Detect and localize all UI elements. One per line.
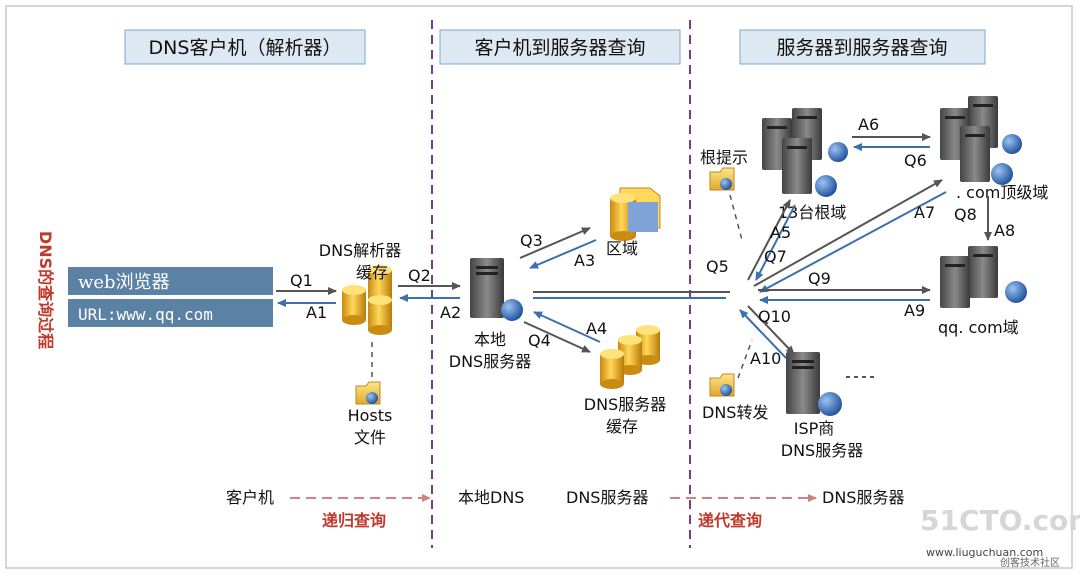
zone-icon bbox=[610, 187, 661, 241]
label-a8: A8 bbox=[994, 221, 1015, 240]
watermark-sub: 创客技术社区 bbox=[1000, 556, 1060, 569]
label-q7: Q7 bbox=[764, 247, 787, 266]
hosts-label-1: Hosts bbox=[348, 406, 393, 425]
bottom-iterative: 递代查询 bbox=[698, 511, 762, 530]
arrow-q7 bbox=[753, 179, 943, 287]
header-client-to-server: 客户机到服务器查询 bbox=[439, 29, 681, 65]
bottom-dns-server-2: DNS服务器 bbox=[822, 488, 904, 507]
bottom-dns-server: DNS服务器 bbox=[566, 488, 648, 507]
arrow-a3 bbox=[529, 239, 597, 269]
bottom-recursive: 递归查询 bbox=[322, 511, 386, 530]
root-hint-link bbox=[729, 194, 743, 241]
header-server-to-server: 服务器到服务器查询 bbox=[739, 29, 986, 65]
qq-domain-label: qq. com域 bbox=[938, 318, 1019, 337]
resolver-cache-label-2: 缓存 bbox=[356, 263, 388, 282]
label-a6: A6 bbox=[858, 115, 879, 134]
arrow-a10 bbox=[739, 309, 787, 359]
arrow-q3 bbox=[519, 227, 591, 259]
root-servers-icon bbox=[762, 108, 848, 197]
local-dns-label-1: 本地 bbox=[474, 330, 506, 349]
watermark-brand: 51CTO.com bbox=[920, 504, 1080, 537]
com-tld-label: . com顶级域 bbox=[956, 183, 1048, 202]
zone-label: 区域 bbox=[606, 239, 638, 258]
dns-forward-icon bbox=[709, 373, 735, 397]
label-q2: Q2 bbox=[408, 266, 431, 285]
label-q4: Q4 bbox=[528, 331, 551, 350]
side-title: DNS的查询过程 bbox=[36, 231, 55, 349]
dns-server-cache-icon bbox=[600, 325, 660, 389]
isp-label-1: ISP商 bbox=[794, 419, 835, 438]
hosts-label-2: 文件 bbox=[354, 428, 386, 447]
local-dns-server-icon bbox=[470, 258, 523, 321]
label-a4: A4 bbox=[586, 319, 607, 338]
label-a5: A5 bbox=[770, 223, 791, 242]
bottom-local-dns: 本地DNS bbox=[458, 488, 524, 507]
arrow-q10 bbox=[747, 305, 795, 355]
label-a7: A7 bbox=[914, 203, 935, 222]
arrow-a7 bbox=[759, 191, 947, 293]
label-q5: Q5 bbox=[706, 257, 729, 276]
label-q1: Q1 bbox=[290, 271, 313, 290]
watermark-site: www.liuguchuan.com bbox=[926, 546, 1043, 559]
root-servers-label: 13台根域 bbox=[778, 203, 846, 222]
resolver-cache-label-1: DNS解析器 bbox=[319, 241, 401, 260]
web-browser: web浏览器 URL:www.qq.com bbox=[68, 267, 273, 327]
bottom-client: 客户机 bbox=[226, 488, 274, 507]
label-q10: Q10 bbox=[758, 307, 791, 326]
label-a9: A9 bbox=[904, 301, 925, 320]
arrow-q4 bbox=[523, 321, 591, 353]
dns-forward-link bbox=[737, 339, 753, 379]
arrow-a4 bbox=[533, 311, 601, 343]
dns-cache-label-1: DNS服务器 bbox=[584, 395, 666, 414]
arrow-a5 bbox=[755, 204, 796, 281]
dns-cache-label-2: 缓存 bbox=[606, 417, 638, 436]
browser-title: web浏览器 bbox=[78, 272, 170, 293]
header-server-to-server-text: 服务器到服务器查询 bbox=[776, 37, 947, 59]
label-q8: Q8 bbox=[954, 205, 977, 224]
label-a1: A1 bbox=[306, 303, 327, 322]
root-hint-icon bbox=[709, 167, 735, 191]
isp-label-2: DNS服务器 bbox=[781, 441, 863, 460]
com-tld-servers-icon bbox=[940, 96, 1022, 185]
header-client-to-server-text: 客户机到服务器查询 bbox=[474, 37, 645, 59]
root-hint-label: 根提示 bbox=[700, 148, 748, 167]
dns-forward-label: DNS转发 bbox=[702, 403, 768, 422]
resolver-cache-icon bbox=[342, 265, 392, 335]
label-a10: A10 bbox=[750, 349, 781, 368]
label-q6: Q6 bbox=[904, 151, 927, 170]
arrow-q5 bbox=[747, 199, 791, 281]
label-a2: A2 bbox=[440, 303, 461, 322]
label-q9: Q9 bbox=[808, 269, 831, 288]
label-q3: Q3 bbox=[520, 231, 543, 250]
local-dns-label-2: DNS服务器 bbox=[449, 352, 531, 371]
isp-dns-server-icon bbox=[786, 352, 842, 416]
browser-url: URL:www.qq.com bbox=[78, 305, 213, 324]
header-client: DNS客户机（解析器） bbox=[124, 29, 366, 65]
qq-domain-servers-icon bbox=[940, 246, 1027, 308]
header-client-text: DNS客户机（解析器） bbox=[149, 37, 342, 59]
label-a3: A3 bbox=[574, 251, 595, 270]
hosts-file-icon bbox=[355, 381, 381, 405]
